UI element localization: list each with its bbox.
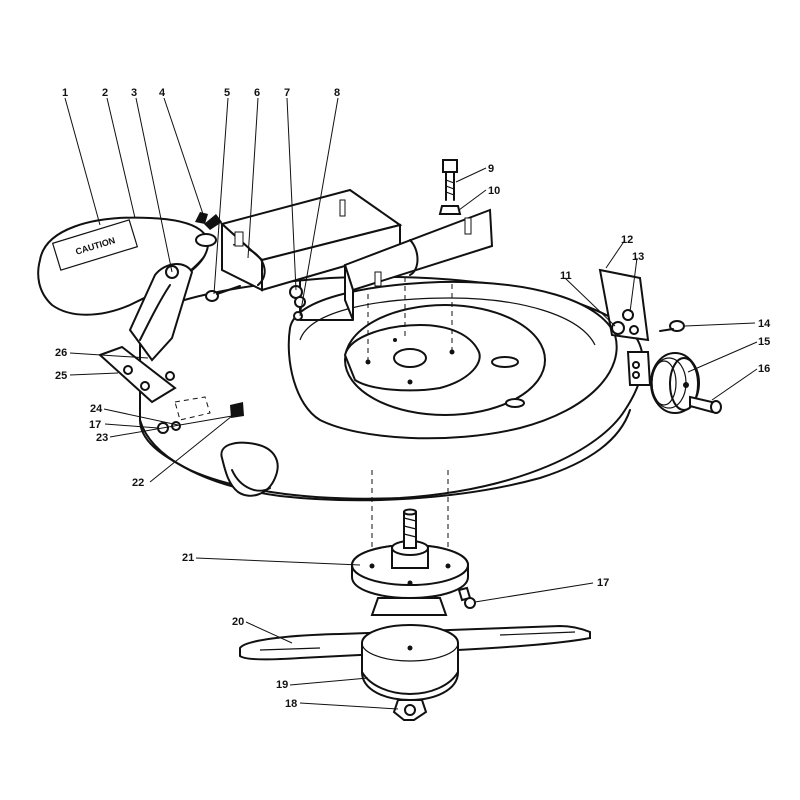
wing-nut	[195, 212, 222, 247]
callout-2: 2	[102, 87, 108, 99]
callout-1: 1	[62, 87, 68, 99]
callout-11: 11	[560, 270, 572, 282]
callout-21: 21	[182, 552, 194, 564]
callout-3: 3	[131, 87, 137, 99]
callout-8: 8	[334, 87, 340, 99]
callout-4: 4	[159, 87, 166, 99]
callout-5: 5	[224, 87, 230, 99]
nut-10	[438, 205, 462, 215]
callout-13: 13	[632, 251, 644, 263]
axle-bolt	[689, 395, 722, 414]
blade-nut	[392, 699, 428, 721]
bolt-9	[442, 159, 458, 201]
callout-15: 15	[758, 336, 770, 348]
motor-bracket	[219, 188, 494, 321]
callout-26: 26	[55, 347, 67, 359]
callout-24: 24	[90, 403, 103, 415]
blade-adapter	[351, 508, 469, 616]
bolt-washer-set	[289, 285, 306, 321]
callout-16: 16	[758, 363, 770, 375]
height-adjuster	[98, 345, 279, 497]
bolt-14	[659, 320, 685, 332]
mower-deck	[139, 250, 644, 560]
callout-17b: 17	[597, 577, 609, 589]
callout-9: 9	[488, 163, 494, 175]
callout-7: 7	[284, 87, 290, 99]
callout-6: 6	[254, 87, 260, 99]
callout-25: 25	[55, 370, 67, 382]
callout-20: 20	[232, 616, 244, 628]
callout-labels: 1 2 3 4 5 6 7 8 9 10 11 12 13 14 15 16 1…	[55, 87, 771, 710]
pin	[205, 285, 241, 302]
wheel-bracket	[598, 268, 652, 386]
callout-17a: 17	[89, 419, 101, 431]
callout-18: 18	[285, 698, 297, 710]
caution-decal: CAUTION	[51, 219, 139, 271]
callout-22: 22	[132, 477, 144, 489]
blade-stiffener	[361, 624, 459, 702]
callout-10: 10	[488, 185, 500, 197]
callout-12: 12	[621, 234, 633, 246]
leader-lines	[64, 97, 758, 710]
hinge-bracket	[128, 263, 194, 362]
callout-14: 14	[758, 318, 771, 330]
callout-23: 23	[96, 432, 108, 444]
callout-19: 19	[276, 679, 288, 691]
hex-nut-17b	[457, 586, 476, 609]
